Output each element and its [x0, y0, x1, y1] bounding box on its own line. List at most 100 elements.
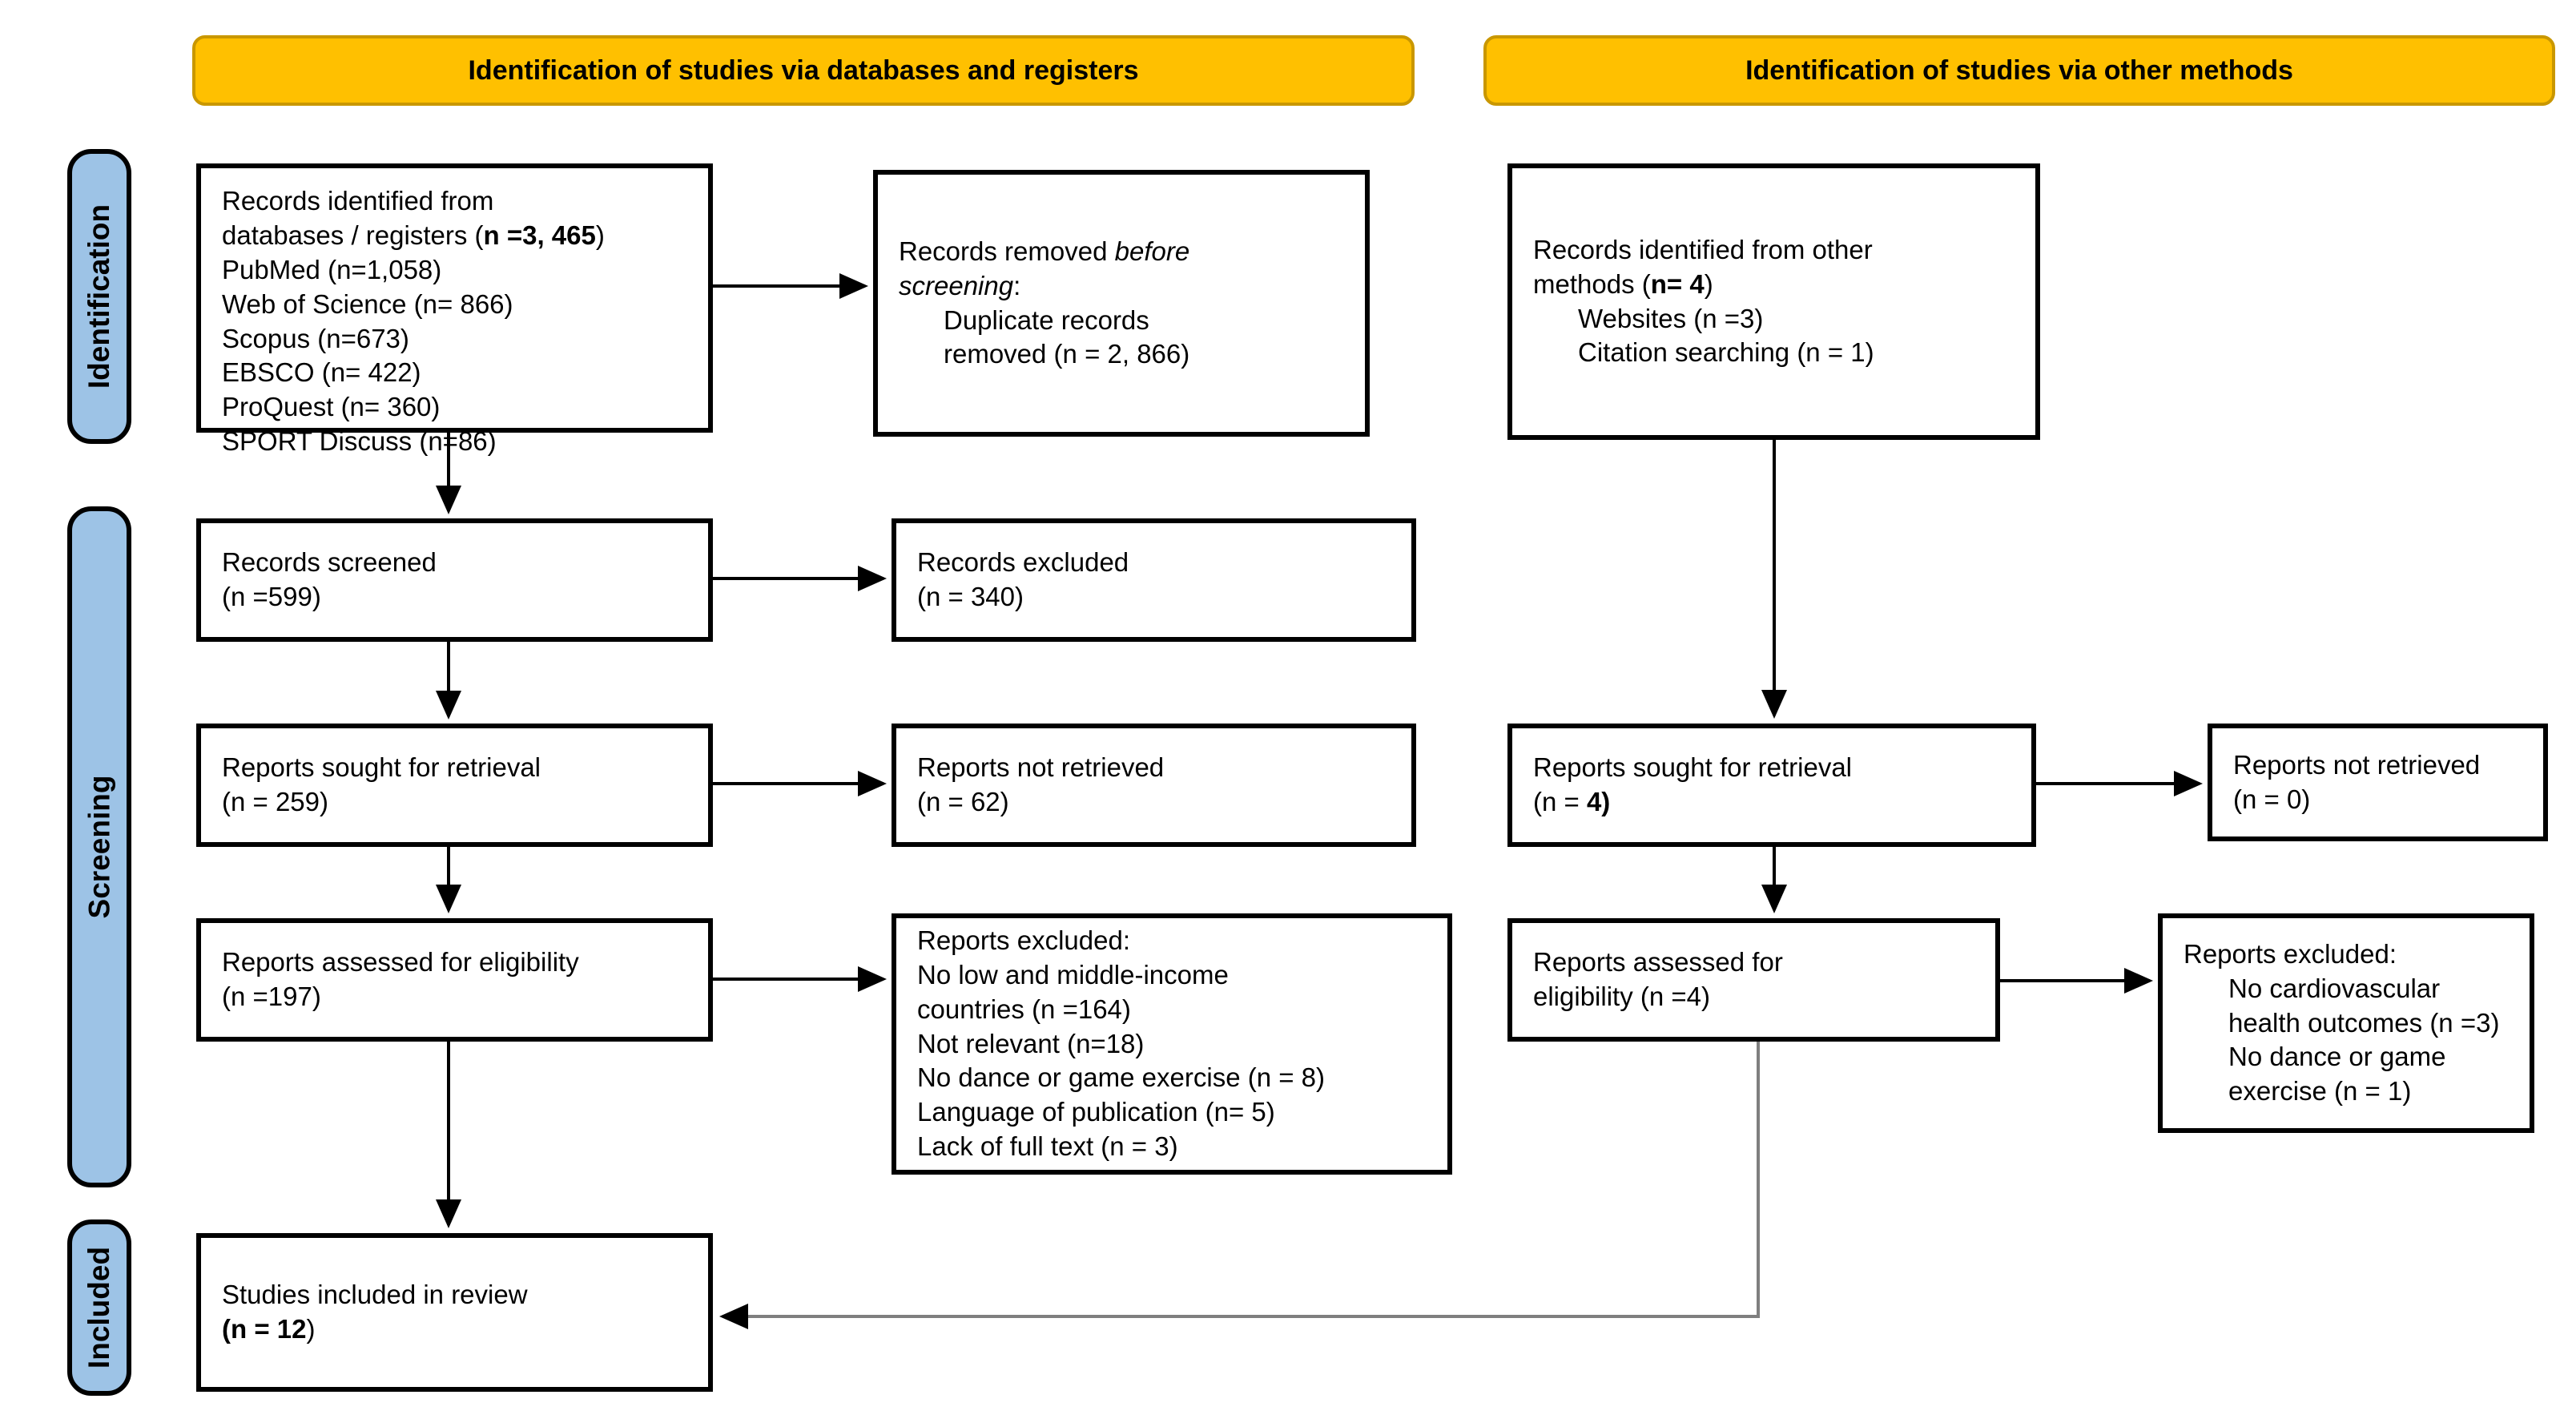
- box-text-segment: Duplicate records: [944, 304, 1149, 335]
- box-text-line: (n = 4): [1533, 785, 2017, 820]
- box-text-segment: Records identified from: [222, 186, 494, 216]
- box-text-segment: SPORT Discuss (n=86): [222, 426, 497, 457]
- box-text-line: (n =197): [222, 980, 694, 1014]
- box-text-line: PubMed (n=1,058): [222, 253, 694, 288]
- box-text-segment: Records identified from other: [1533, 234, 1873, 264]
- box-text-line: ProQuest (n= 360): [222, 390, 694, 425]
- box-text-line: (n = 62): [917, 785, 1397, 820]
- box-text-segment: methods (: [1533, 268, 1651, 299]
- box-text-line: No low and middle-income: [917, 958, 1433, 993]
- box-text-segment: PubMed (n=1,058): [222, 254, 442, 284]
- box-text-line: Records removed before: [899, 235, 1350, 269]
- box-text-segment: (n =599): [222, 582, 321, 611]
- box-text-line: countries (n =164): [917, 993, 1433, 1027]
- box-text-segment: Lack of full text (n = 3): [917, 1131, 1178, 1162]
- box-text-segment: No low and middle-income: [917, 959, 1229, 990]
- box-text-segment: Reports sought for retrieval: [222, 752, 541, 783]
- box-text-segment: Reports sought for retrieval: [1533, 752, 1853, 783]
- box-text-line: exercise (n = 1): [2184, 1074, 2515, 1109]
- stage-label-included: Included: [67, 1219, 131, 1396]
- box-text-segment: Reports not retrieved: [2233, 749, 2481, 780]
- box-records-excluded: Records excluded (n = 340): [892, 518, 1416, 642]
- box-text-segment: (n = 62): [917, 787, 1009, 816]
- box-reports-not-retrieved-other: Reports not retrieved(n = 0): [2208, 724, 2548, 841]
- box-records-identified-other-methods: Records identified from other methods (n=…: [1507, 163, 2040, 440]
- box-text-segment: databases / registers (: [222, 220, 484, 250]
- box-text-line: Web of Science (n= 866): [222, 288, 694, 322]
- box-text-segment: :: [1013, 270, 1021, 300]
- box-text-line: Records identified from: [222, 184, 694, 219]
- box-text-segment: Reports assessed for eligibility: [222, 947, 579, 978]
- box-text-line: removed (n = 2, 866): [899, 337, 1350, 372]
- box-reports-sought-retrieval-other: Reports sought for retrieval(n = 4): [1507, 724, 2036, 847]
- stage-label-text: Included: [83, 1246, 115, 1369]
- box-text-line: (n =599): [222, 580, 694, 615]
- box-text-line: Reports excluded:: [917, 924, 1433, 958]
- box-text-line: Not relevant (n=18): [917, 1027, 1433, 1062]
- box-text-line: Reports assessed for eligibility: [222, 945, 694, 980]
- box-text-line: (n = 0): [2233, 783, 2529, 817]
- box-text-segment: Websites (n =3): [1578, 303, 1764, 333]
- box-text-line: Reports assessed for: [1533, 945, 1981, 980]
- box-text-line: health outcomes (n =3): [2184, 1006, 2515, 1041]
- box-text-segment: Web of Science (n= 866): [222, 288, 513, 319]
- box-text-segment: health outcomes (n =3): [2228, 1007, 2500, 1038]
- box-text-segment: Reports excluded:: [917, 925, 1130, 955]
- box-records-screened: Records screened(n =599): [196, 518, 713, 642]
- box-text-segment: Scopus (n=673): [222, 323, 409, 353]
- box-text-segment: n =3, 465: [483, 220, 596, 250]
- stage-label-identification: Identification: [67, 149, 131, 444]
- box-text-segment: eligibility (n =4): [1533, 982, 1711, 1011]
- box-text-segment: ): [1704, 268, 1713, 299]
- box-text-segment: Citation searching (n = 1): [1578, 337, 1874, 368]
- box-text-line: Citation searching (n = 1): [1533, 336, 2021, 370]
- box-text-line: Records excluded: [917, 546, 1397, 580]
- box-text-line: Reports not retrieved: [917, 751, 1397, 785]
- box-text-segment: exercise (n = 1): [2228, 1076, 2412, 1107]
- box-text-segment: (n = 259): [222, 787, 328, 816]
- box-text-segment: Reports assessed for: [1533, 947, 1783, 978]
- box-text-line: eligibility (n =4): [1533, 980, 1981, 1014]
- box-text-segment: ): [306, 1314, 316, 1344]
- box-text-line: (n = 340): [917, 580, 1397, 615]
- box-text-segment: n= 4: [1650, 268, 1705, 299]
- stage-label-screening: Screening: [67, 506, 131, 1187]
- box-text-segment: EBSCO (n= 422): [222, 357, 421, 388]
- box-text-segment: Not relevant (n=18): [917, 1028, 1145, 1058]
- box-text-segment: Language of publication (n= 5): [917, 1097, 1275, 1127]
- box-text-line: Reports sought for retrieval: [222, 751, 694, 785]
- box-text-segment: removed (n = 2, 866): [944, 339, 1190, 369]
- box-text-line: Records screened: [222, 546, 694, 580]
- box-text-segment: (n =: [1533, 787, 1587, 816]
- box-text-line: (n = 259): [222, 785, 694, 820]
- box-text-line: EBSCO (n= 422): [222, 356, 694, 390]
- box-text-segment: Studies included in review: [222, 1280, 528, 1310]
- box-reports-not-retrieved: Reports not retrieved(n = 62): [892, 724, 1416, 847]
- box-text-line: Reports sought for retrieval: [1533, 751, 2017, 785]
- box-text-line: SPORT Discuss (n=86): [222, 425, 694, 459]
- box-reports-assessed-eligibility-other: Reports assessed for eligibility (n =4): [1507, 918, 2000, 1042]
- box-text-segment: Records removed: [899, 236, 1115, 266]
- box-text-segment: (n =197): [222, 982, 321, 1011]
- box-reports-assessed-eligibility: Reports assessed for eligibility (n =197): [196, 918, 713, 1042]
- box-text-line: Scopus (n=673): [222, 322, 694, 357]
- box-text-line: Language of publication (n= 5): [917, 1095, 1433, 1130]
- box-text-segment: Records excluded: [917, 547, 1129, 578]
- box-text-line: Reports excluded:: [2184, 937, 2515, 972]
- box-text-line: Studies included in review: [222, 1278, 694, 1312]
- box-text-segment: No dance or game exercise (n = 8): [917, 1062, 1326, 1093]
- box-text-segment: Reports excluded:: [2184, 938, 2397, 969]
- box-text-segment: screening: [899, 270, 1014, 300]
- box-text-segment: before: [1114, 236, 1190, 266]
- box-text-segment: countries (n =164): [917, 994, 1131, 1024]
- box-text-segment: ProQuest (n= 360): [222, 392, 441, 422]
- box-text-line: (n = 12): [222, 1312, 694, 1347]
- banner-databases-registers: Identification of studies via databases …: [192, 35, 1415, 106]
- box-text-line: databases / registers (n =3, 465): [222, 219, 694, 253]
- box-text-segment: (n = 340): [917, 582, 1024, 611]
- box-text-line: No dance or game exercise (n = 8): [917, 1061, 1433, 1095]
- box-text-line: No cardiovascular: [2184, 972, 2515, 1006]
